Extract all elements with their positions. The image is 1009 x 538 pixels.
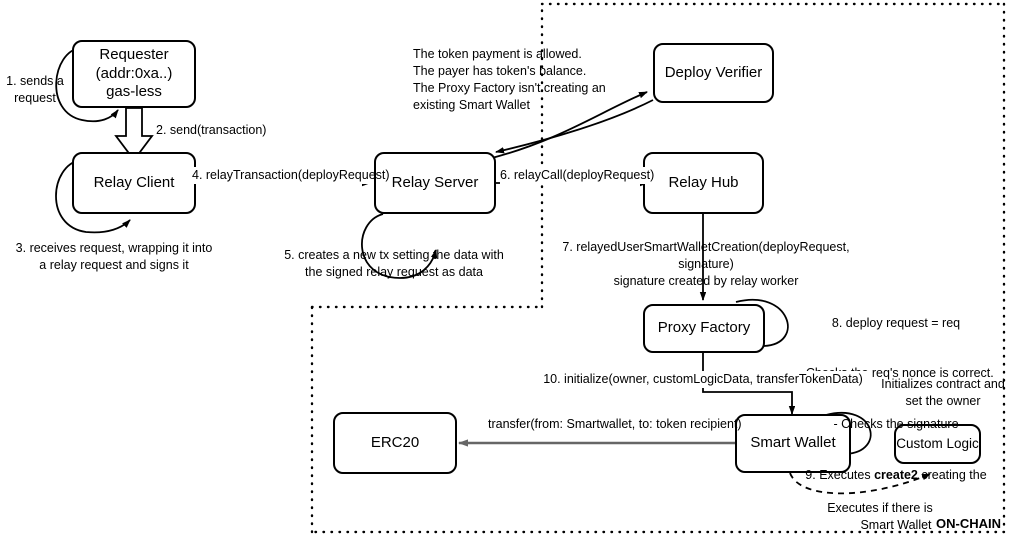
node-proxy-factory-label: Proxy Factory bbox=[657, 319, 751, 337]
node-erc20-label: ERC20 bbox=[370, 433, 420, 451]
label-step-1: 1. sends a request bbox=[6, 74, 64, 105]
label-step-9-line-2: Smart Wallet bbox=[860, 518, 932, 533]
label-step-8-line-1: 8. deploy request = req bbox=[831, 315, 961, 330]
label-verifier-note: The token payment is allowed. The payer … bbox=[413, 47, 606, 112]
arrow-send-transaction bbox=[114, 107, 154, 162]
node-erc20[interactable]: ERC20 bbox=[333, 412, 457, 474]
node-requester[interactable]: Requester (addr:0xa..) gas-less bbox=[72, 40, 196, 108]
node-relay-client[interactable]: Relay Client bbox=[72, 152, 196, 214]
label-step-8-line-3: - Checks the signature bbox=[833, 417, 959, 431]
node-smart-wallet[interactable]: Smart Wallet bbox=[735, 414, 851, 473]
label-step-9-line-1: 9. Executes create2 creating the bbox=[778, 467, 1009, 484]
arrow-relayclient-selfloop bbox=[55, 159, 131, 234]
label-step-9-pre: 9. Executes bbox=[805, 467, 875, 482]
node-requester-label: Requester (addr:0xa..) gas-less bbox=[95, 45, 173, 101]
label-step-9-post: creating the bbox=[917, 467, 987, 482]
arrow-relayserver-to-verifier bbox=[491, 91, 648, 159]
node-proxy-factory[interactable]: Proxy Factory bbox=[643, 304, 765, 353]
label-initializes-contract: Initializes contract and set the owner bbox=[881, 377, 1005, 408]
node-smart-wallet-label: Smart Wallet bbox=[750, 434, 836, 452]
label-executes-if-there-is: Executes if there is bbox=[827, 501, 933, 515]
label-step-10: 10. initialize(owner, customLogicData, t… bbox=[535, 371, 871, 388]
label-step-5: 5. creates a new tx setting the data wit… bbox=[284, 248, 504, 279]
onchain-boundary bbox=[310, 2, 1006, 534]
node-custom-logic-label: Custom Logic bbox=[896, 435, 979, 451]
label-step-9-create2: create2 bbox=[874, 467, 918, 482]
label-step-2: 2. send(transaction) bbox=[156, 122, 267, 139]
node-deploy-verifier-label: Deploy Verifier bbox=[664, 63, 763, 81]
node-relay-client-label: Relay Client bbox=[93, 173, 175, 191]
arrow-relayserver-selfloop bbox=[361, 213, 438, 279]
label-step-3: 3. receives request, wrapping it into a … bbox=[15, 241, 213, 272]
label-step-6: 6. relayCall(deployRequest) bbox=[500, 167, 655, 184]
node-custom-logic[interactable]: Custom Logic bbox=[894, 424, 981, 464]
node-relay-hub-label: Relay Hub bbox=[668, 173, 739, 191]
label-on-chain: ON-CHAIN bbox=[936, 516, 1001, 531]
node-relay-server[interactable]: Relay Server bbox=[374, 152, 496, 214]
arrow-requester-selfloop bbox=[55, 47, 119, 123]
arrow-verifier-to-relayserver bbox=[495, 99, 654, 154]
label-transfer: transfer(from: Smartwallet, to: token re… bbox=[488, 416, 742, 433]
node-deploy-verifier[interactable]: Deploy Verifier bbox=[653, 43, 774, 103]
arrow-smartwallet-to-customlogic bbox=[789, 472, 931, 495]
label-step-4: 4. relayTransaction(deployRequest) bbox=[192, 167, 390, 184]
label-step-7: 7. relayedUserSmartWalletCreation(deploy… bbox=[562, 240, 850, 288]
node-relay-server-label: Relay Server bbox=[391, 173, 479, 191]
node-relay-hub[interactable]: Relay Hub bbox=[643, 152, 764, 214]
